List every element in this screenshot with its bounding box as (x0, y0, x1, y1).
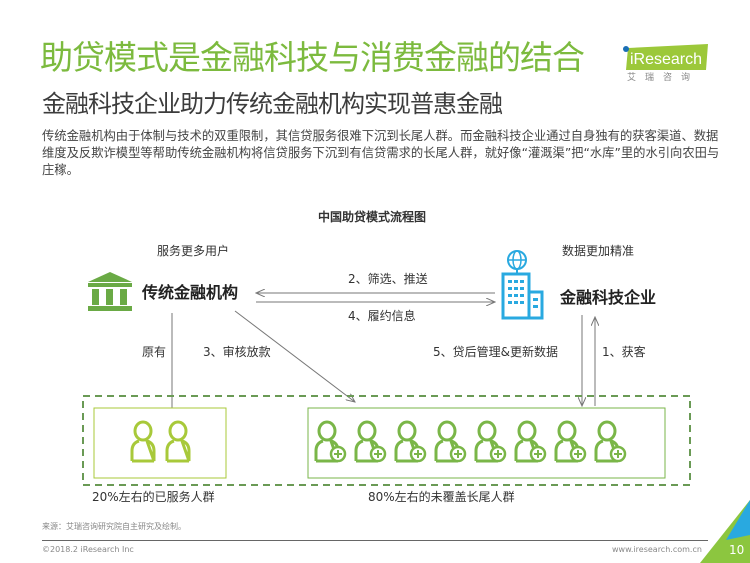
arrow-loan (234, 310, 355, 402)
step5-label: 5、贷后管理&更新数据 (433, 345, 558, 359)
step2-label: 2、筛选、推送 (348, 272, 428, 286)
fintech-label: 金融科技企业 (560, 288, 657, 307)
unserved-box (307, 407, 666, 479)
unserved-person-icon (474, 420, 507, 463)
logo-subtitle: 艾瑞咨询 (627, 73, 700, 83)
served-person-icon (165, 420, 191, 463)
slide-title: 助贷模式是金融科技与消费金融的结合 (40, 38, 584, 77)
unserved-person-icon (514, 420, 547, 463)
source-note: 来源：艾瑞咨询研究院自主研究及绘制。 (42, 522, 186, 531)
iresearch-logo: iResearch (623, 44, 708, 70)
unserved-person-icon (394, 420, 427, 463)
unserved-label: 80%左右的未覆盖长尾人群 (368, 490, 515, 504)
step3-label: 3、审核放款 (203, 345, 271, 359)
footer-divider (42, 540, 708, 541)
served-label: 20%左右的已服务人群 (92, 490, 215, 504)
slide-subtitle: 金融科技企业助力传统金融机构实现普惠金融 (42, 90, 503, 118)
served-person-icon (130, 420, 156, 463)
step4-label: 4、履约信息 (348, 309, 416, 323)
diagram-title: 中国助贷模式流程图 (318, 210, 427, 224)
right-note: 数据更加精准 (562, 244, 635, 258)
unserved-person-icon (434, 420, 467, 463)
copyright: ©2018.2 iResearch Inc (42, 545, 134, 554)
step1-label: 1、获客 (602, 345, 646, 359)
page-number: 10 (729, 543, 745, 557)
unserved-person-icon (554, 420, 587, 463)
unserved-person-icon (314, 420, 347, 463)
bank-label: 传统金融机构 (142, 283, 239, 302)
logo-text: iResearch (630, 51, 702, 68)
original-label: 原有 (142, 345, 167, 359)
website: www.iresearch.com.cn (612, 545, 702, 554)
population-dashed-box (82, 395, 691, 486)
unserved-person-icon (354, 420, 387, 463)
left-note: 服务更多用户 (157, 244, 230, 258)
served-box (93, 407, 227, 479)
unserved-person-icon (594, 420, 627, 463)
corner-decoration (700, 500, 750, 563)
bank-icon (88, 272, 132, 311)
intro-paragraph: 传统金融机构由于体制与技术的双重限制，其信贷服务很难下沉到长尾人群。而金融科技企… (42, 129, 720, 177)
fintech-building-icon (501, 250, 544, 320)
